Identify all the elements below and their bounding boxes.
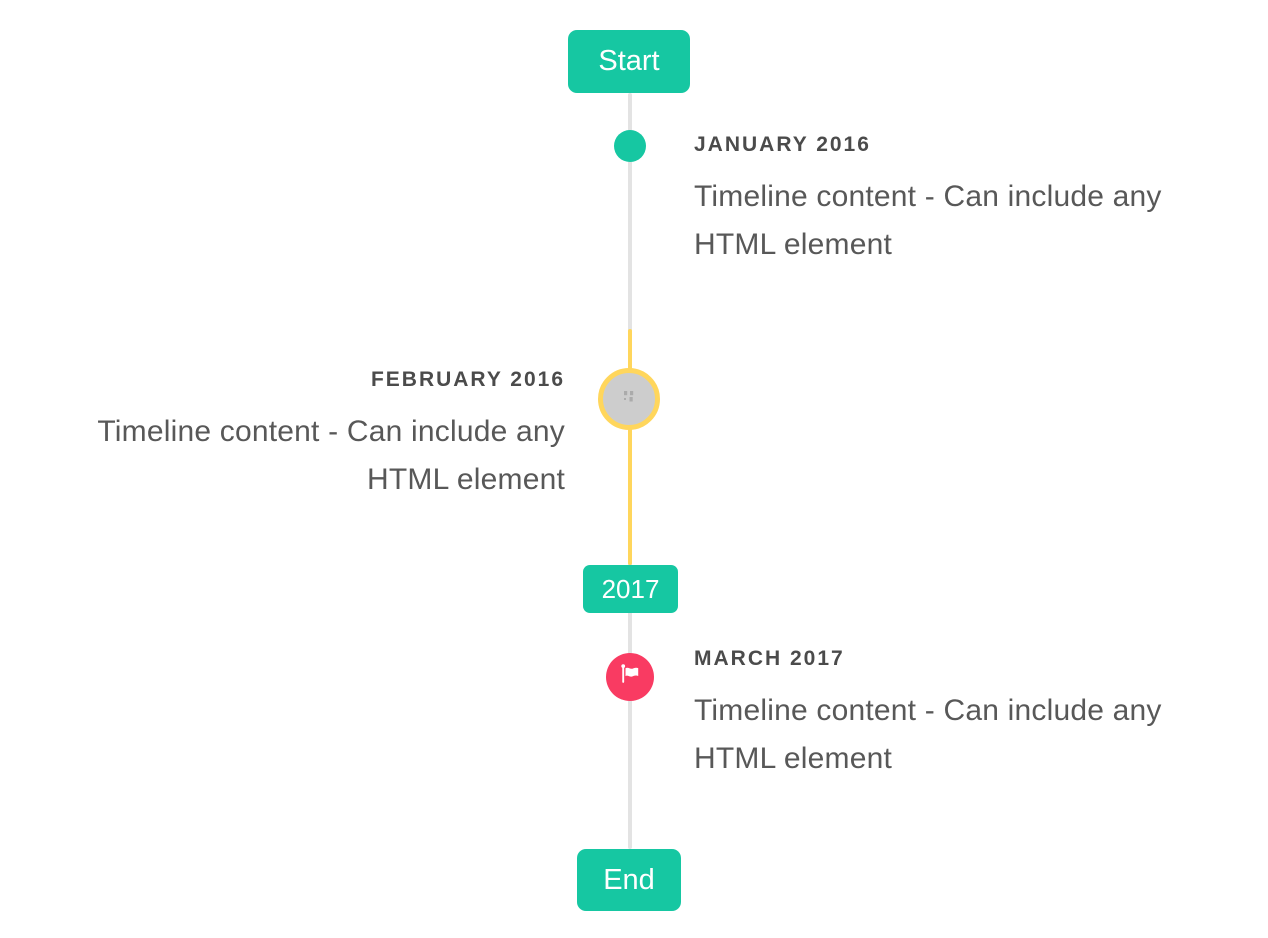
timeline-item-title: FEBRUARY 2016 xyxy=(370,368,565,391)
end-badge-label: End xyxy=(603,863,655,896)
timeline-item-title: JANUARY 2016 xyxy=(694,133,871,156)
timeline-item-content: Timeline content - Can include any HTML … xyxy=(694,180,1162,261)
january-dot-marker xyxy=(614,130,646,162)
year-badge-2017: 2017 xyxy=(583,565,678,613)
march-flag-marker xyxy=(606,653,654,701)
broken-image-icon xyxy=(620,388,639,410)
start-badge: Start xyxy=(568,30,690,93)
timeline-item-content: Timeline content - Can include any HTML … xyxy=(97,415,565,496)
start-badge-label: Start xyxy=(598,45,660,77)
february-photo-marker xyxy=(598,368,660,430)
timeline-highlight-segment xyxy=(628,329,632,565)
timeline-item-title: MARCH 2017 xyxy=(694,647,845,670)
timeline-item-march: MARCH 2017 Timeline content - Can includ… xyxy=(694,646,1242,783)
flag-icon xyxy=(618,662,643,692)
end-badge: End xyxy=(577,849,681,911)
timeline-item-january: JANUARY 2016 Timeline content - Can incl… xyxy=(694,132,1242,269)
timeline-item-content: Timeline content - Can include any HTML … xyxy=(694,694,1162,775)
timeline-item-february: FEBRUARY 2016 Timeline content - Can inc… xyxy=(17,367,565,504)
year-badge-label: 2017 xyxy=(601,573,660,604)
